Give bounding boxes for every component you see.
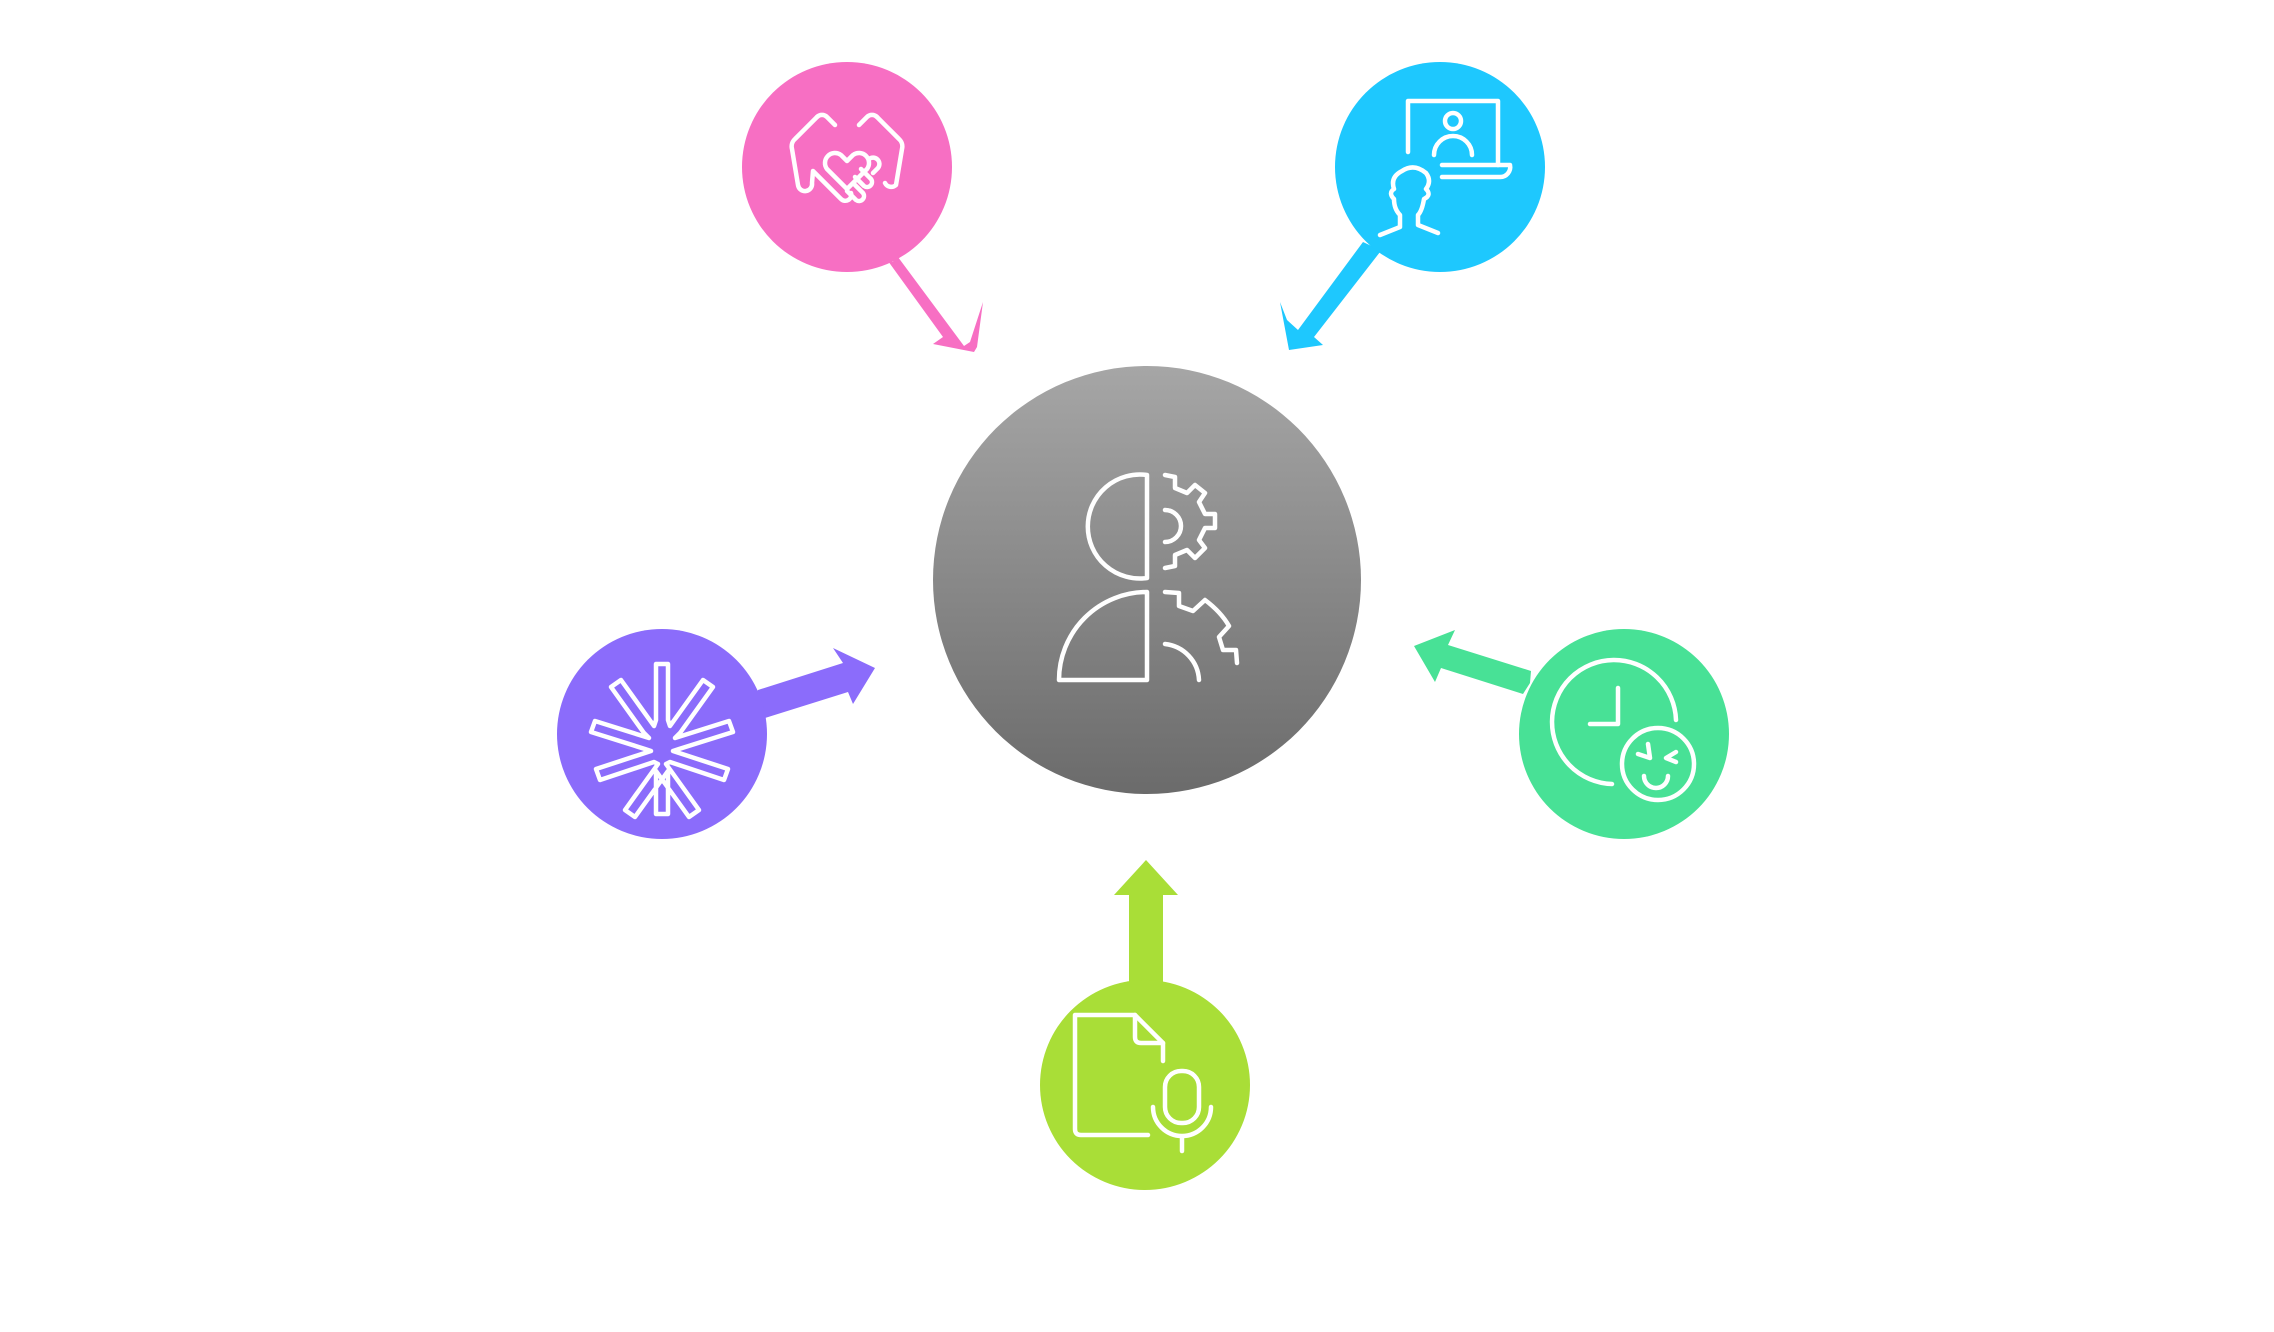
human-ai-gear-head-icon [1056,472,1240,683]
hands-heart-icon [789,112,905,204]
diversity-arrow [750,648,875,718]
node-time [1414,629,1729,839]
asterisk-flower-icon [588,661,736,820]
time-circle [1519,629,1729,839]
node-diversity [557,629,875,839]
time-arrow [1414,630,1531,694]
clock-smiley-icon [1549,657,1697,803]
node-remote [1280,62,1545,350]
node-audio [1040,860,1250,1190]
diversity-circle [557,629,767,839]
center-node [933,366,1361,794]
care-arrow [880,250,983,352]
care-circle [742,62,952,272]
node-care [742,62,983,352]
audio-circle [1040,980,1250,1190]
document-microphone-icon [1072,1012,1214,1154]
remote-circle [1335,62,1545,272]
audio-arrow [1114,860,1178,982]
laptop-video-call-icon [1377,98,1513,238]
remote-arrow [1280,242,1380,350]
